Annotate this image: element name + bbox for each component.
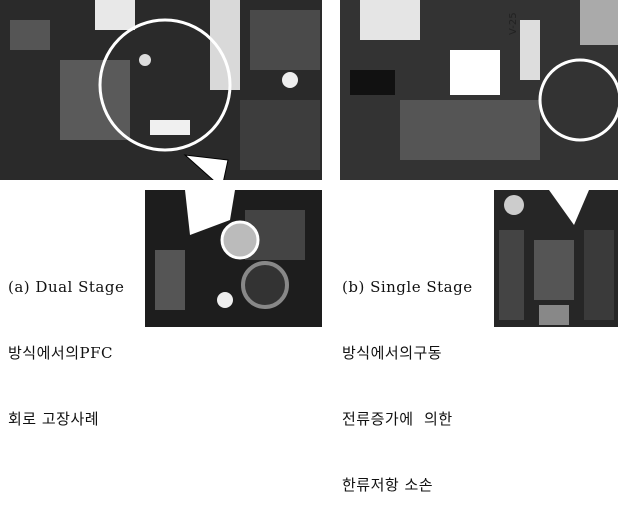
photo-b-highlight-circle	[538, 58, 618, 142]
caption-a: (a) Dual Stage 방식에서의PFC 회로 고장사례	[8, 232, 124, 452]
photo-b-board: V-25	[340, 0, 618, 180]
caption-b: (b) Single Stage 방식에서의구동 전류증가에 의한 한류저항 소…	[342, 232, 473, 518]
caption-b-line: 한류저항 소손	[342, 476, 434, 494]
photo-a-detail	[0, 0, 322, 180]
photo-b-zoom-arrow	[549, 190, 589, 225]
caption-a-line: 회로 고장사례	[8, 410, 100, 428]
photo-b-marking: V-25	[508, 12, 519, 35]
photo-b-zoom	[494, 190, 618, 327]
photo-a-white-component	[95, 0, 135, 30]
photo-a-board	[0, 0, 322, 180]
caption-a-line: 방식에서의PFC	[8, 344, 113, 362]
photo-a-highlight-circle	[98, 18, 232, 152]
photo-b-detail: V-25	[340, 0, 618, 180]
caption-b-line: 방식에서의구동	[342, 344, 443, 362]
caption-b-line: 전류증가에 의한	[342, 410, 453, 428]
photo-b-zoom-detail	[494, 190, 618, 327]
photo-a-zoom	[145, 190, 322, 327]
photo-a-zoom-detail	[145, 190, 322, 327]
caption-a-line: (a) Dual Stage	[8, 278, 125, 296]
caption-b-line: (b) Single Stage	[342, 278, 473, 296]
photo-a-zoom-arrow	[185, 190, 235, 235]
photo-a-arrow	[183, 154, 229, 180]
